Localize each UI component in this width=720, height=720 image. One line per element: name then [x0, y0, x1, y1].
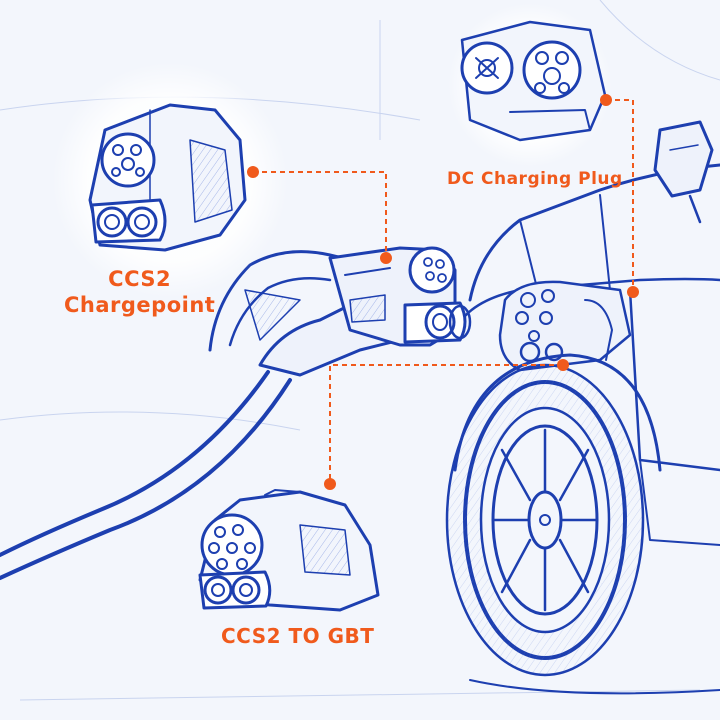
ccs2-chargepoint-label-line1: CCS2 [108, 267, 172, 291]
gbt-adapter-sketch [198, 489, 380, 612]
dc-charging-plug-label: DC Charging Plug [447, 169, 623, 189]
dc-socket-inset [448, 3, 612, 167]
callout-dots [247, 94, 639, 490]
ccs2-chargepoint-label-line2: Chargepoint [64, 293, 216, 317]
callout-line-dc [606, 99, 634, 292]
callout-dot-gbt-end [324, 478, 336, 490]
ccs2-to-gbt-label: CCS2 TO GBT [221, 624, 375, 648]
callout-lines [253, 99, 634, 484]
callout-dot-ccs2-end [380, 252, 392, 264]
ccs2-chargepoint-label: CCS2 Chargepoint [64, 266, 215, 318]
car-sketch [445, 120, 720, 695]
callout-dot-gbt-start [557, 359, 569, 371]
callout-dot-dc-start [600, 94, 612, 106]
callout-dot-ccs2-start [247, 166, 259, 178]
callout-line-ccs2 [253, 171, 387, 258]
charging-plug-sketch [208, 246, 472, 377]
ccs2-connector-inset [52, 62, 288, 298]
callout-dot-dc-end [627, 286, 639, 298]
charging-cable-sketch [0, 370, 292, 580]
